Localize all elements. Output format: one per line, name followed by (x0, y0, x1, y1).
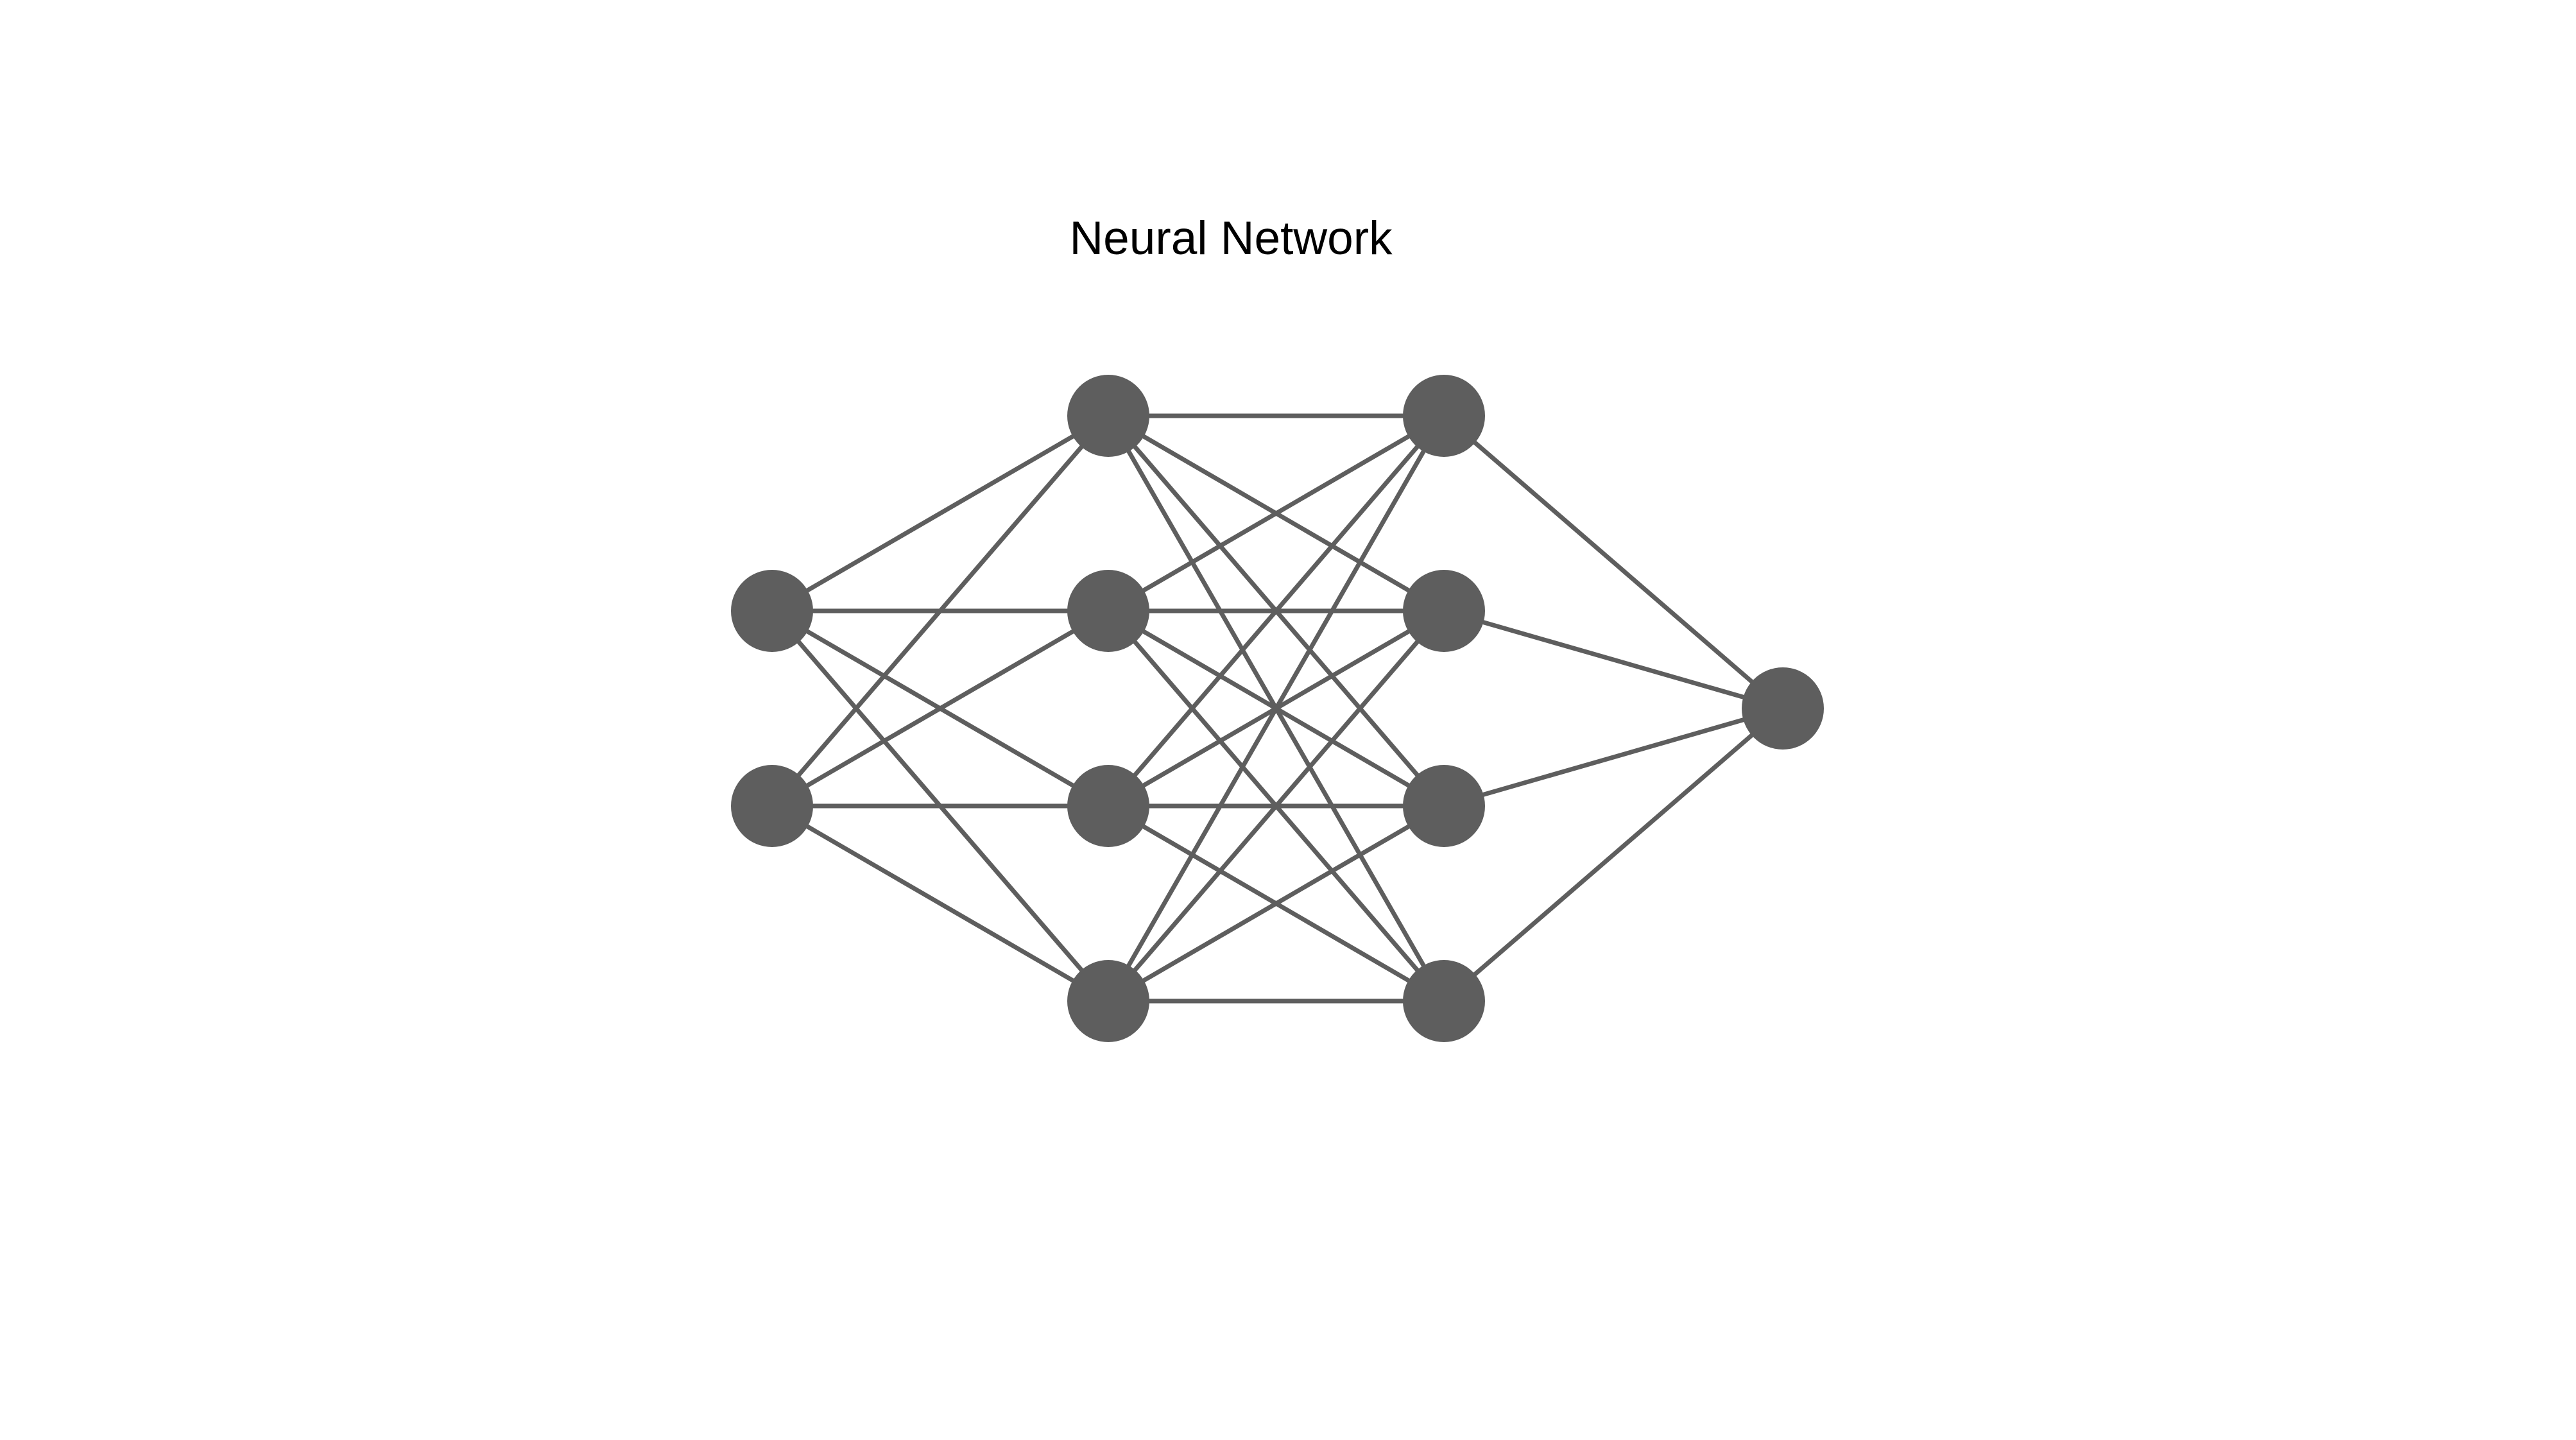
hidden-2-neuron-3 (1403, 765, 1485, 847)
diagram-title: Neural Network (1069, 212, 1393, 264)
connection-l1-n2-to-l2-n1 (769, 413, 1111, 809)
connection-l1-n2-to-l2-n2 (769, 608, 1111, 809)
connection-l2-n4-to-l3-n3 (1106, 803, 1447, 1004)
connection-l3-n1-to-l4-n1 (1441, 413, 1785, 711)
hidden-2-neuron-4 (1403, 960, 1485, 1042)
connections-group (769, 413, 1785, 1004)
connection-l3-n3-to-l4-n1 (1441, 706, 1785, 809)
input-neuron-1 (731, 570, 813, 652)
input-neuron-2 (731, 765, 813, 847)
connection-l2-n3-to-l3-n1 (1106, 413, 1447, 809)
connection-l2-n2-to-l3-n1 (1106, 413, 1447, 613)
connection-l1-n2-to-l2-n4 (769, 803, 1111, 1004)
hidden-1-neuron-3 (1067, 765, 1149, 847)
neurons-group (731, 375, 1824, 1042)
output-neuron-1 (1742, 667, 1824, 750)
hidden-2-neuron-2 (1403, 570, 1485, 652)
connection-l3-n4-to-l4-n1 (1441, 706, 1785, 1004)
connection-l3-n2-to-l4-n1 (1441, 608, 1785, 711)
connection-l2-n4-to-l3-n1 (1106, 413, 1447, 1004)
connection-l2-n4-to-l3-n2 (1106, 608, 1447, 1004)
hidden-1-neuron-1 (1067, 375, 1149, 457)
hidden-1-neuron-4 (1067, 960, 1149, 1042)
hidden-1-neuron-2 (1067, 570, 1149, 652)
hidden-2-neuron-1 (1403, 375, 1485, 457)
connection-l1-n1-to-l2-n1 (769, 413, 1111, 613)
